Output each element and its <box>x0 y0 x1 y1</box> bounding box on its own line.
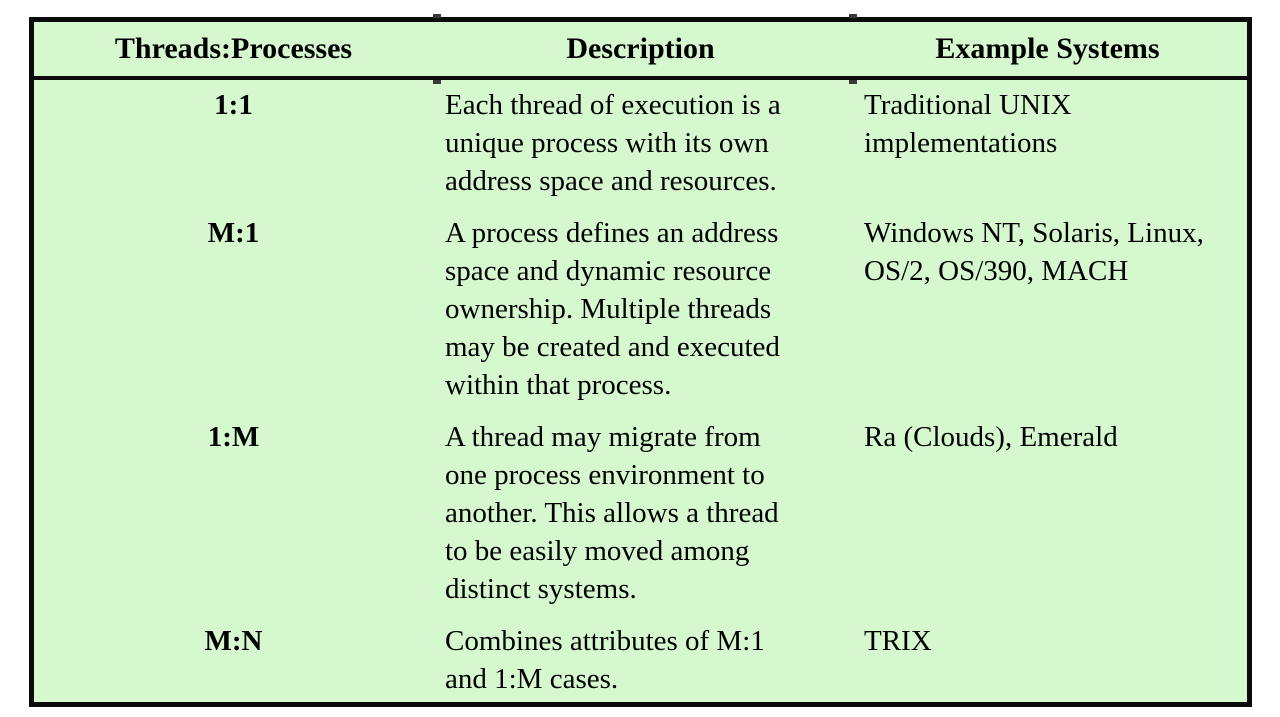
table-row: 1:1 Each thread of execution is a unique … <box>34 86 1247 200</box>
column-header-example-systems: Example Systems <box>935 32 1160 65</box>
column-boundary-tick <box>433 14 441 18</box>
column-boundary-tick <box>849 80 857 84</box>
threads-processes-table: Threads:Processes Description Example Sy… <box>29 14 1252 707</box>
table-row: M:1 A process defines an address space an… <box>34 214 1247 404</box>
table-row: M:N Combines attributes of M:1 and 1:M ca… <box>34 622 1247 698</box>
column-boundary-tick <box>433 80 441 84</box>
description-cell: A process defines an address space and d… <box>445 217 780 401</box>
column-header-description: Description <box>566 32 715 65</box>
description-cell: Combines attributes of M:1 and 1:M cases… <box>445 625 765 695</box>
ratio-cell: M:N <box>204 625 263 657</box>
table-row: 1:M A thread may migrate from one process… <box>34 418 1247 608</box>
description-cell: Each thread of execution is a unique pro… <box>445 89 781 197</box>
examples-cell: Traditional UNIX implementations <box>864 89 1072 159</box>
ratio-cell: M:1 <box>207 217 260 249</box>
column-boundary-tick <box>849 14 857 18</box>
examples-cell: Ra (Clouds), Emerald <box>864 421 1118 453</box>
table-body: 1:1 Each thread of execution is a unique … <box>34 80 1247 698</box>
examples-cell: Windows NT, Solaris, Linux, OS/2, OS/390… <box>864 217 1204 287</box>
column-header-threads-processes: Threads:Processes <box>114 32 353 65</box>
table-header-row: Threads:Processes Description Example Sy… <box>34 22 1247 80</box>
ratio-cell: 1:M <box>207 421 260 453</box>
ratio-cell: 1:1 <box>214 89 253 121</box>
examples-cell: TRIX <box>864 625 932 657</box>
description-cell: A thread may migrate from one process en… <box>445 421 779 605</box>
